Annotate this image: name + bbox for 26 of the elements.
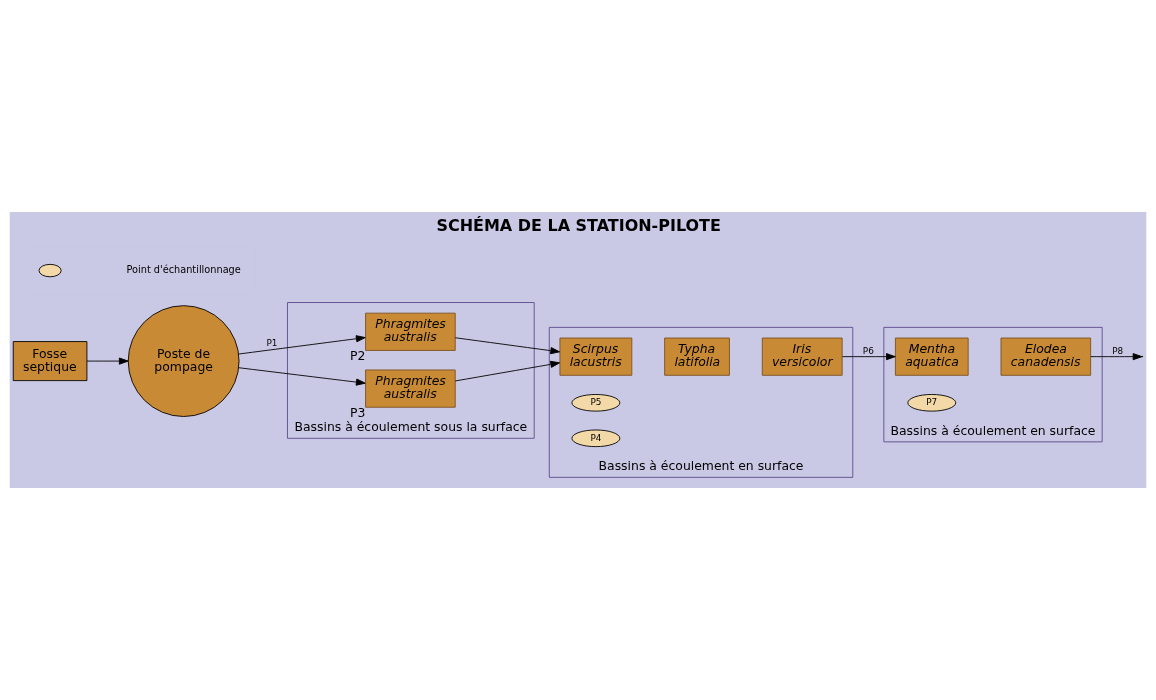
node-box: Fosse septique (12, 341, 88, 382)
edge-label: P8 (1112, 345, 1124, 356)
legend-label: Point d'échantillonnage (126, 264, 241, 276)
node-box: Phragmites australis (365, 312, 456, 351)
node-box: Iris versicolor (761, 337, 843, 376)
node-label: P2 (349, 348, 366, 364)
arrow (86, 357, 129, 365)
edge-label: P1 (266, 338, 278, 349)
node-box: Phragmites australis (365, 369, 456, 408)
arrow (238, 335, 366, 355)
node-box: Typha latifolia (664, 337, 730, 376)
node-circle: Poste de pompage (127, 305, 240, 417)
node-box: Scirpus lacustris (559, 337, 633, 376)
node-label: P3 (349, 405, 366, 421)
diagram-title: SCHÉMA DE LA STATION-PILOTE (436, 215, 721, 235)
label: P7 (926, 397, 938, 408)
arrow (842, 353, 896, 361)
label: P4 (590, 432, 602, 443)
arrow (238, 367, 366, 386)
arrow (454, 337, 561, 355)
arrow (454, 360, 561, 382)
node-box: Mentha aquatica (894, 337, 969, 376)
node-box: Elodea canadensis (1000, 337, 1092, 376)
edge-label: P6 (862, 345, 874, 356)
arrow (1090, 353, 1143, 361)
label: P5 (590, 397, 602, 408)
